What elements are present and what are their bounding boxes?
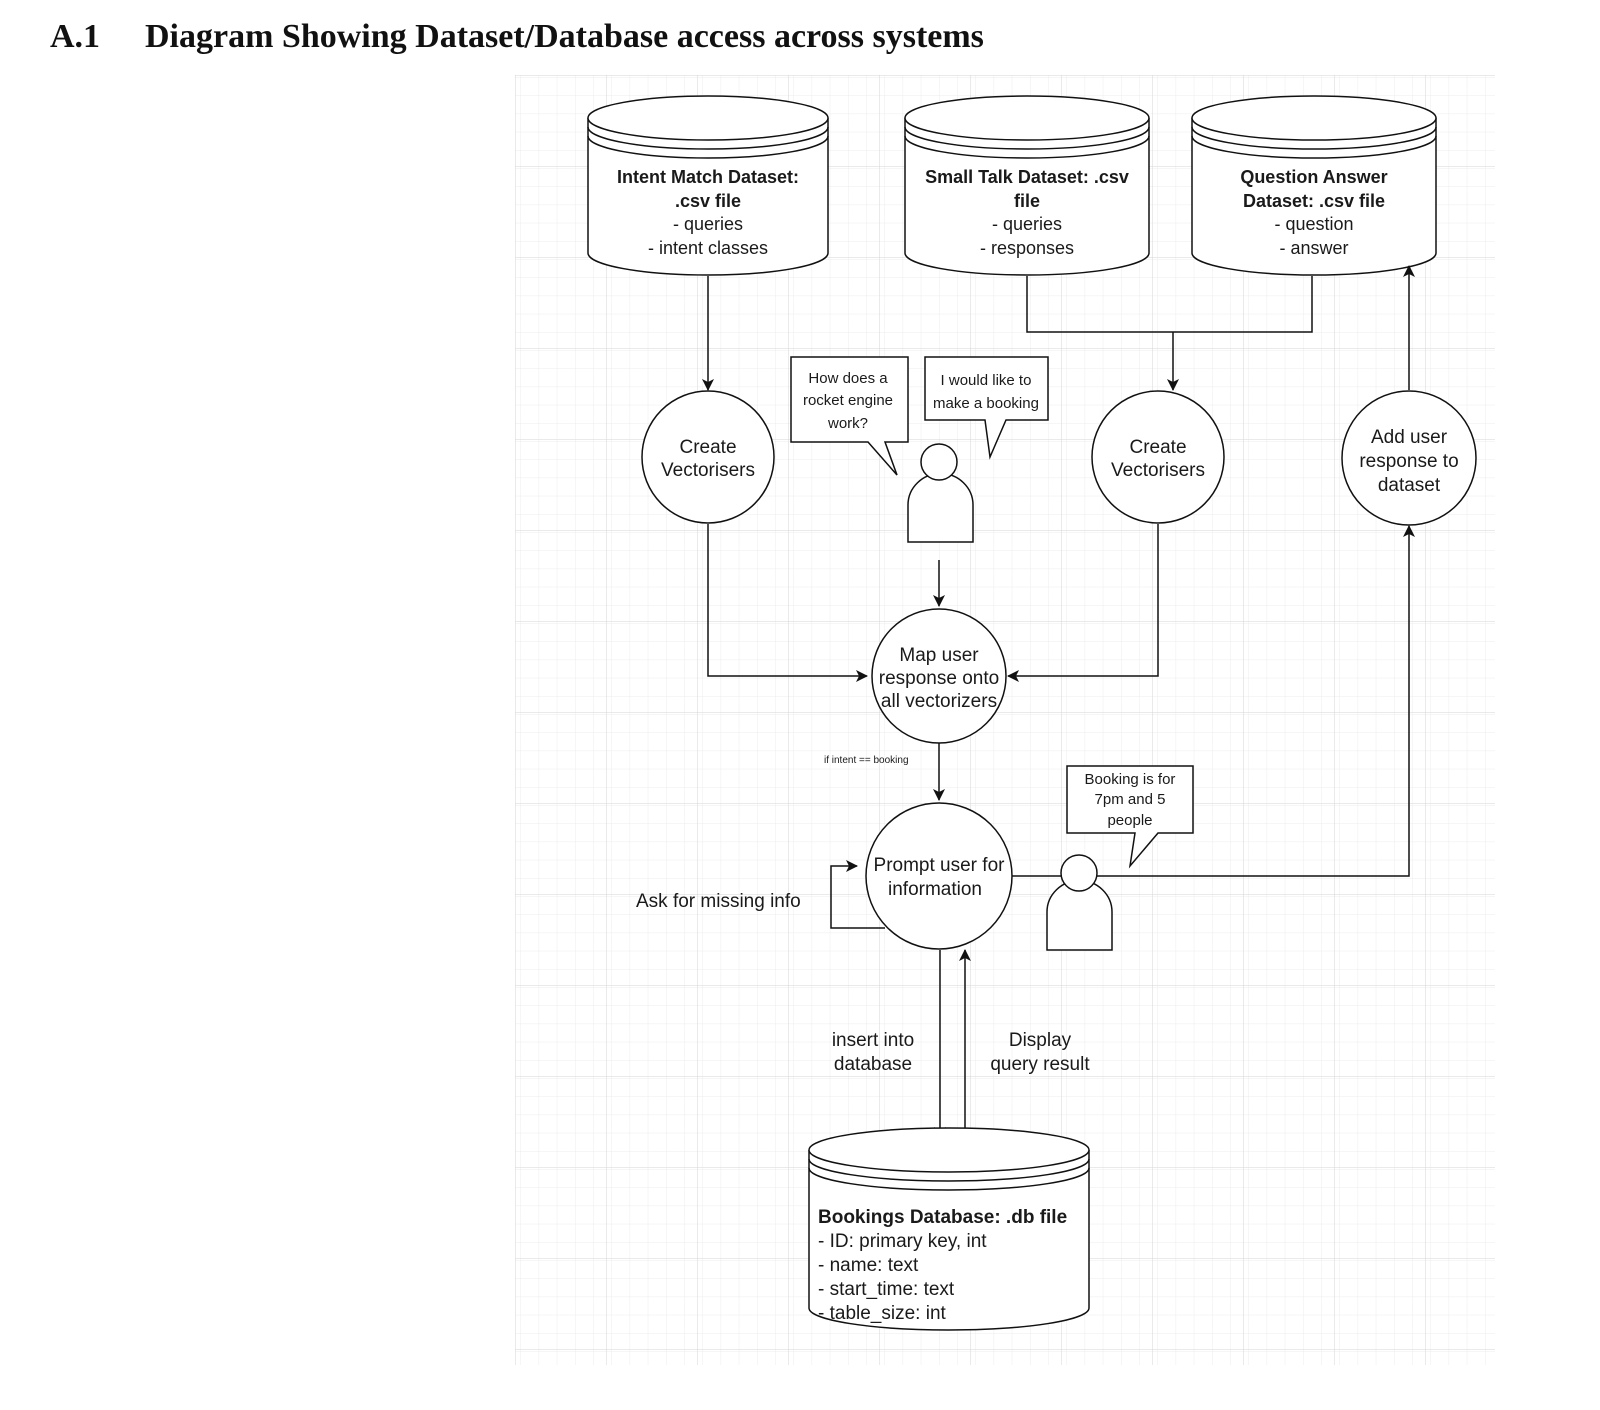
section-heading: A.1 Diagram Showing Dataset/Database acce… [50,18,984,56]
database-field-start-time: - start_time: text [818,1279,955,1300]
database-title: Bookings Database: .db file [818,1207,1067,1228]
add-response-line-1: Add user [1371,427,1448,448]
intent-title-line-2: .csv file [675,191,741,211]
smalltalk-title-line-1: Small Talk Dataset: .csv [925,167,1129,187]
map-response-line-3: all vectorizers [881,691,997,712]
smalltalk-field-queries: - queries [992,214,1062,234]
qa-field-answer: - answer [1279,238,1348,258]
process-map-user-response: Map user response onto all vectorizers [871,608,1007,744]
label-intent-condition: if intent == booking [824,755,909,766]
section-title: Diagram Showing Dataset/Database access … [145,18,984,55]
map-response-line-1: Map user [899,645,979,666]
smalltalk-title-line-2: file [1014,191,1040,211]
vectorisers-left-line-2: Vectorisers [661,460,755,481]
user-figure-bottom [1046,854,1113,951]
qa-title-line-2: Dataset: .csv file [1243,191,1385,211]
speech-bubble-booking-details: Booking is for 7pm and 5 people [1066,765,1194,869]
speech-bubble-rocket: How does a rocket engine work? [790,356,909,476]
edge-smalltalk-merge [1026,276,1313,333]
rocket-line-2: rocket engine [803,392,893,409]
intent-match-dataset: Intent Match Dataset: .csv file - querie… [587,95,829,276]
section-number: A.1 [50,18,101,55]
user-figure-top [907,443,974,543]
vectorisers-left-line-1: Create [679,437,736,458]
bookings-database: Bookings Database: .db file - ID: primar… [808,1127,1090,1331]
label-display-line-1: Display [1009,1030,1072,1051]
edge-right-vectorisers-to-map [1007,524,1159,682]
intent-field-classes: - intent classes [648,238,768,258]
intent-field-queries: - queries [673,214,743,234]
process-create-vectorisers-right: Create Vectorisers [1091,390,1225,524]
prompt-user-line-2: information [888,879,982,900]
qa-title-line-1: Question Answer [1240,167,1387,187]
smalltalk-field-responses: - responses [980,238,1074,258]
map-response-line-2: response onto [879,668,999,689]
edge-left-vectorisers-to-map [707,524,868,682]
edge-ask-missing-loop [830,860,885,929]
booking-details-line-3: people [1107,812,1152,829]
booking-request-line-1: I would like to [941,372,1032,389]
edge-prompt-to-add-response [1012,525,1415,877]
vectorisers-right-line-1: Create [1129,437,1186,458]
label-ask-missing-info: Ask for missing info [636,891,801,912]
add-response-line-2: response to [1359,451,1458,472]
database-field-name: - name: text [818,1255,919,1276]
label-display-line-2: query result [990,1054,1090,1075]
rocket-line-3: work? [827,415,868,432]
label-insert-line-2: database [834,1054,912,1075]
intent-title-line-1: Intent Match Dataset: [617,167,799,187]
rocket-line-1: How does a [808,370,888,387]
process-add-user-response: Add user response to dataset [1341,390,1477,526]
add-response-line-3: dataset [1378,475,1441,496]
booking-request-line-2: make a booking [933,395,1039,412]
speech-bubble-booking-request: I would like to make a booking [924,356,1049,460]
database-field-id: - ID: primary key, int [818,1231,987,1252]
prompt-user-line-1: Prompt user for [874,855,1006,876]
label-insert-line-1: insert into [832,1030,914,1051]
small-talk-dataset: Small Talk Dataset: .csv file - queries … [904,95,1150,276]
process-create-vectorisers-left: Create Vectorisers [641,390,775,524]
booking-details-line-2: 7pm and 5 [1095,791,1166,808]
database-field-table-size: - table_size: int [818,1303,947,1324]
process-prompt-user: Prompt user for information [865,802,1013,950]
question-answer-dataset: Question Answer Dataset: .csv file - que… [1191,95,1437,276]
booking-details-line-1: Booking is for [1085,771,1176,788]
qa-field-question: - question [1274,214,1353,234]
vectorisers-right-line-2: Vectorisers [1111,460,1205,481]
